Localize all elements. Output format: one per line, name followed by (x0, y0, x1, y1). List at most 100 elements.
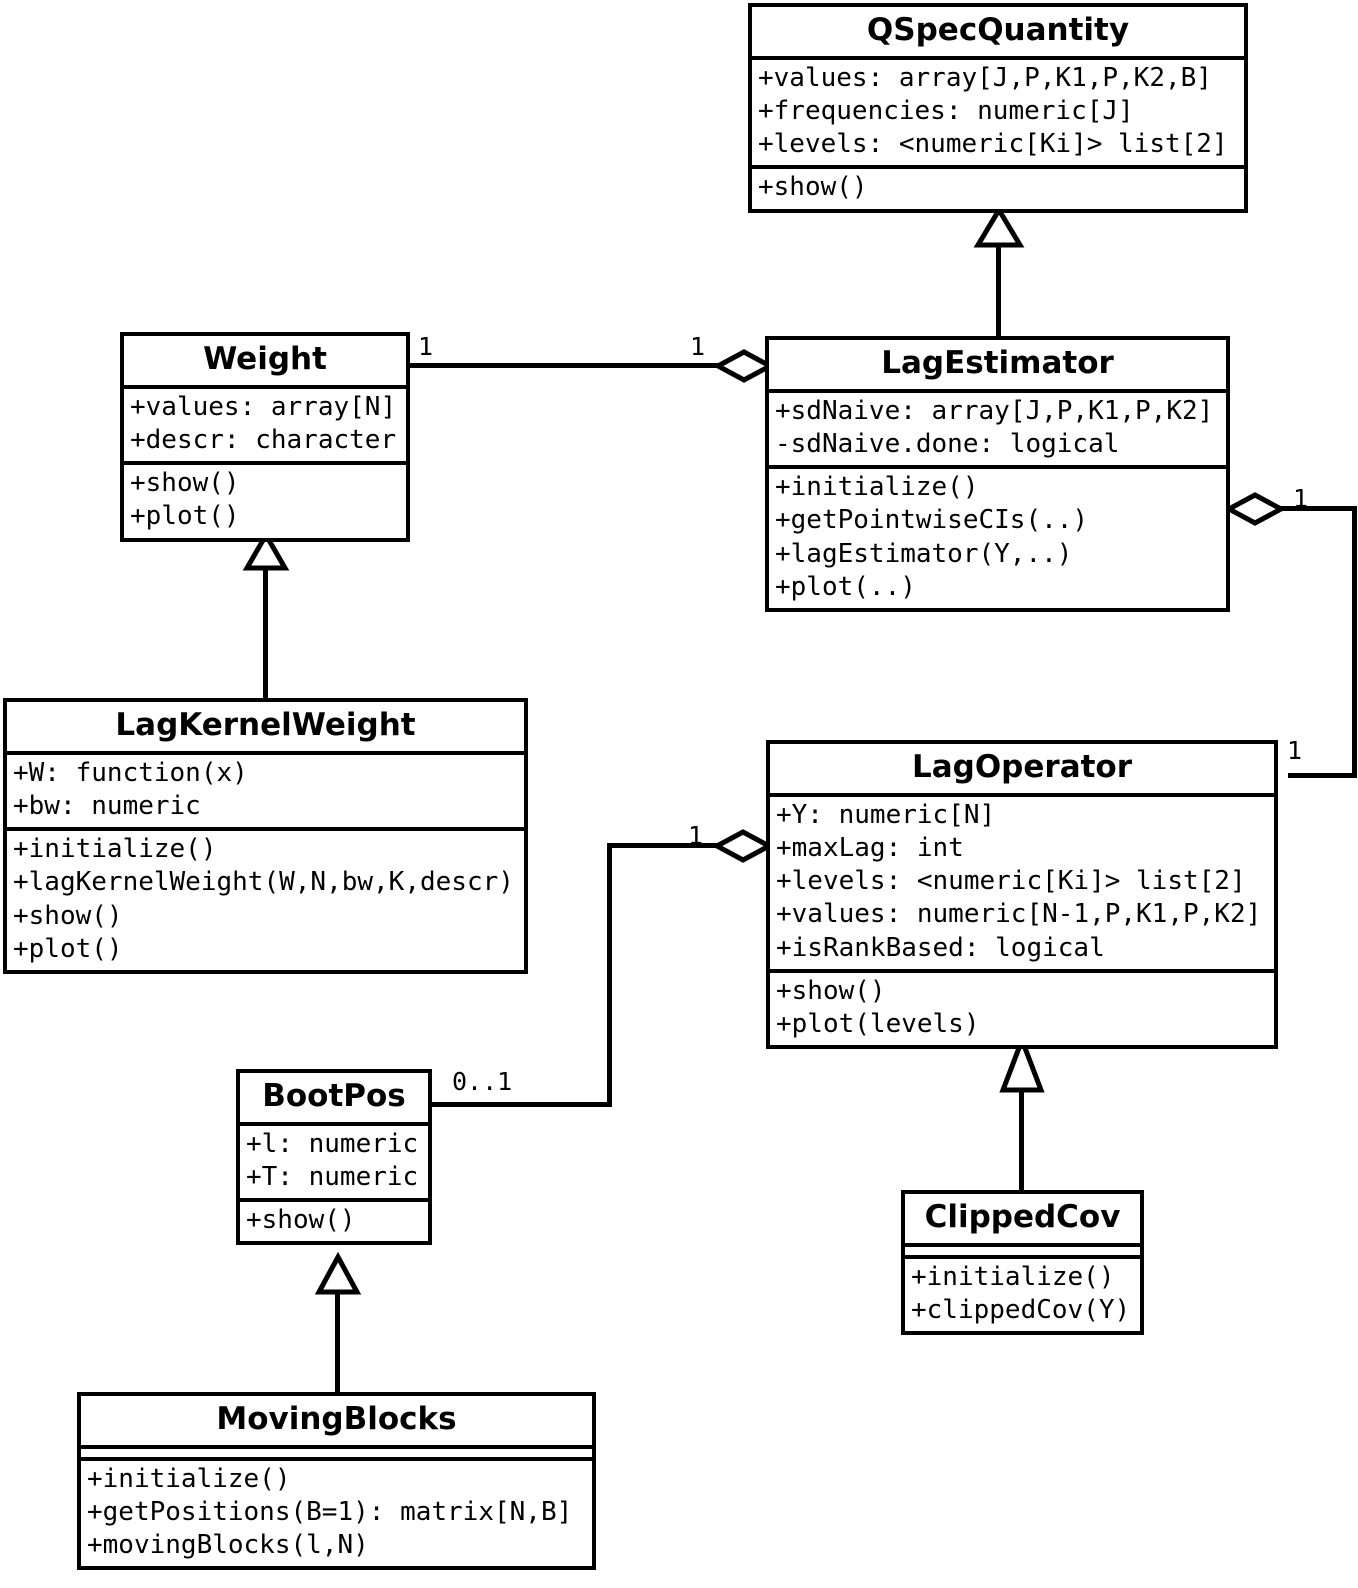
class-separator (7, 827, 524, 832)
method-row: +movingBlocks(l,N) (87, 1530, 369, 1561)
generalization-line-clippedcov-lagoperator (1019, 1092, 1024, 1192)
attributes-compartment-qspecquantity: +values: array[J,P,K1,P,K2,B] +frequenci… (752, 60, 1244, 166)
methods-compartment-lagkernelweight: +initialize() +lagKernelWeight(W,N,bw,K,… (7, 831, 524, 970)
class-separator (124, 384, 406, 389)
multiplicity-lagestimator-right: 1 (1293, 484, 1309, 513)
attribute-row: +bw: numeric (13, 790, 201, 821)
attribute-row: +frequencies: numeric[J] (758, 95, 1134, 126)
method-row: +show() (13, 900, 123, 931)
methods-compartment-bootpos: +show() (240, 1202, 428, 1241)
generalization-line-lagkernelweight-weight (263, 565, 268, 700)
generalization-arrow-bootpos (314, 1251, 362, 1295)
attribute-row: +descr: character (130, 424, 397, 455)
class-separator (7, 750, 524, 755)
generalization-line-movingblocks-bootpos (335, 1290, 340, 1393)
class-separator (81, 1444, 592, 1449)
aggregation-diamond-lagoperator-bootpos (711, 828, 775, 864)
attribute-row: +Y: numeric[N] (776, 799, 996, 830)
methods-compartment-lagestimator: +initialize() +getPointwiseCIs(..) +lagE… (769, 469, 1226, 608)
multiplicity-lagestimator-left: 1 (690, 332, 706, 361)
attribute-row: +values: array[J,P,K1,P,K2,B] (758, 62, 1212, 93)
methods-compartment-movingblocks: +initialize() +getPositions(B=1): matrix… (81, 1461, 592, 1567)
class-box-lagestimator[interactable]: LagEstimator +sdNaive: array[J,P,K1,P,K2… (765, 336, 1230, 613)
class-box-lagoperator[interactable]: LagOperator +Y: numeric[N] +maxLag: int … (766, 740, 1278, 1050)
attribute-row: +values: numeric[N-1,P,K1,P,K2] (776, 899, 1262, 930)
method-row: +initialize() (87, 1463, 291, 1494)
class-name-lagkernelweight: LagKernelWeight (115, 707, 416, 743)
attribute-row: +levels: <numeric[Ki]> list[2] (776, 866, 1246, 897)
multiplicity-bootpos-right: 0..1 (452, 1067, 513, 1096)
multiplicity-lagoperator-topright: 1 (1287, 736, 1303, 765)
class-separator (905, 1254, 1140, 1259)
attribute-row: +values: array[N] (130, 391, 397, 422)
association-line-bootpos-lagoperator-h2 (607, 843, 725, 848)
method-row: +plot(..) (775, 571, 916, 602)
class-separator (124, 461, 406, 466)
class-separator (752, 165, 1244, 170)
method-row: +clippedCov(Y) (911, 1294, 1131, 1325)
method-row: +lagEstimator(Y,..) (775, 538, 1073, 569)
class-box-lagkernelweight[interactable]: LagKernelWeight +W: function(x) +bw: num… (3, 698, 528, 975)
association-line-lagestimator-lagoperator-h2 (1288, 773, 1356, 778)
multiplicity-weight-right: 1 (418, 332, 434, 361)
method-row: +lagKernelWeight(W,N,bw,K,descr) (13, 867, 514, 898)
attribute-row: +maxLag: int (776, 832, 964, 863)
attribute-row: -sdNaive.done: logical (775, 428, 1120, 459)
methods-compartment-clippedcov: +initialize() +clippedCov(Y) (905, 1259, 1140, 1332)
class-name-bootpos: BootPos (262, 1078, 406, 1114)
attribute-row: +l: numeric (246, 1128, 419, 1159)
method-row: +initialize() (775, 472, 979, 503)
class-box-clippedcov[interactable]: ClippedCov +initialize() +clippedCov(Y) (901, 1190, 1144, 1336)
class-separator (81, 1456, 592, 1461)
method-row: +show() (776, 975, 886, 1006)
class-name-weight: Weight (203, 341, 327, 377)
class-separator (240, 1121, 428, 1126)
class-name-movingblocks: MovingBlocks (216, 1401, 457, 1437)
class-box-qspecquantity[interactable]: QSpecQuantity +values: array[J,P,K1,P,K2… (748, 3, 1248, 213)
method-row: +initialize() (911, 1261, 1115, 1292)
class-box-bootpos[interactable]: BootPos +l: numeric +T: numeric +show() (236, 1069, 432, 1246)
class-separator (769, 388, 1226, 393)
class-box-movingblocks[interactable]: MovingBlocks +initialize() +getPositions… (77, 1392, 596, 1571)
attribute-row: +W: function(x) (13, 757, 248, 788)
generalization-arrow-weight (242, 529, 290, 571)
aggregation-diamond-lagestimator-lagoperator (1223, 491, 1287, 527)
method-row: +plot() (130, 501, 240, 532)
method-row: +getPositions(B=1): matrix[N,B] (87, 1496, 573, 1527)
association-line-lagestimator-lagoperator-h1 (1274, 506, 1356, 511)
attribute-row: +isRankBased: logical (776, 932, 1105, 963)
association-line-bootpos-lagoperator-h1 (430, 1102, 612, 1107)
class-separator (240, 1198, 428, 1203)
class-name-qspecquantity: QSpecQuantity (866, 12, 1130, 48)
method-row: +show() (246, 1205, 356, 1236)
class-separator (769, 465, 1226, 470)
association-line-bootpos-lagoperator-v (607, 843, 612, 1107)
attribute-row: +sdNaive: array[J,P,K1,P,K2] (775, 395, 1214, 426)
attributes-compartment-lagoperator: +Y: numeric[N] +maxLag: int +levels: <nu… (770, 797, 1274, 969)
attributes-compartment-movingblocks (81, 1449, 592, 1457)
class-separator (905, 1242, 1140, 1247)
multiplicity-lagoperator-left: 1 (688, 821, 704, 850)
attributes-compartment-lagestimator: +sdNaive: array[J,P,K1,P,K2] -sdNaive.do… (769, 393, 1226, 466)
association-line-lagestimator-lagoperator-v (1352, 506, 1357, 778)
generalization-line-lagestimator-qspecquantity (996, 240, 1001, 340)
method-row: +show() (758, 172, 868, 203)
method-row: +show() (130, 468, 240, 499)
method-row: +getPointwiseCIs(..) (775, 505, 1089, 536)
class-name-lagestimator: LagEstimator (881, 345, 1114, 381)
method-row: +plot(levels) (776, 1009, 980, 1040)
class-box-weight[interactable]: Weight +values: array[N] +descr: charact… (120, 332, 410, 542)
association-line-weight-lagestimator (408, 363, 720, 368)
methods-compartment-qspecquantity: +show() (752, 169, 1244, 208)
methods-compartment-lagoperator: +show() +plot(levels) (770, 973, 1274, 1046)
method-row: +initialize() (13, 834, 217, 865)
class-name-clippedcov: ClippedCov (924, 1199, 1121, 1235)
attributes-compartment-bootpos: +l: numeric +T: numeric (240, 1126, 428, 1199)
class-separator (770, 968, 1274, 973)
attributes-compartment-weight: +values: array[N] +descr: character (124, 389, 406, 462)
class-separator (770, 792, 1274, 797)
method-row: +plot() (13, 933, 123, 964)
attribute-row: +levels: <numeric[Ki]> list[2] (758, 129, 1228, 160)
attributes-compartment-clippedcov (905, 1247, 1140, 1255)
